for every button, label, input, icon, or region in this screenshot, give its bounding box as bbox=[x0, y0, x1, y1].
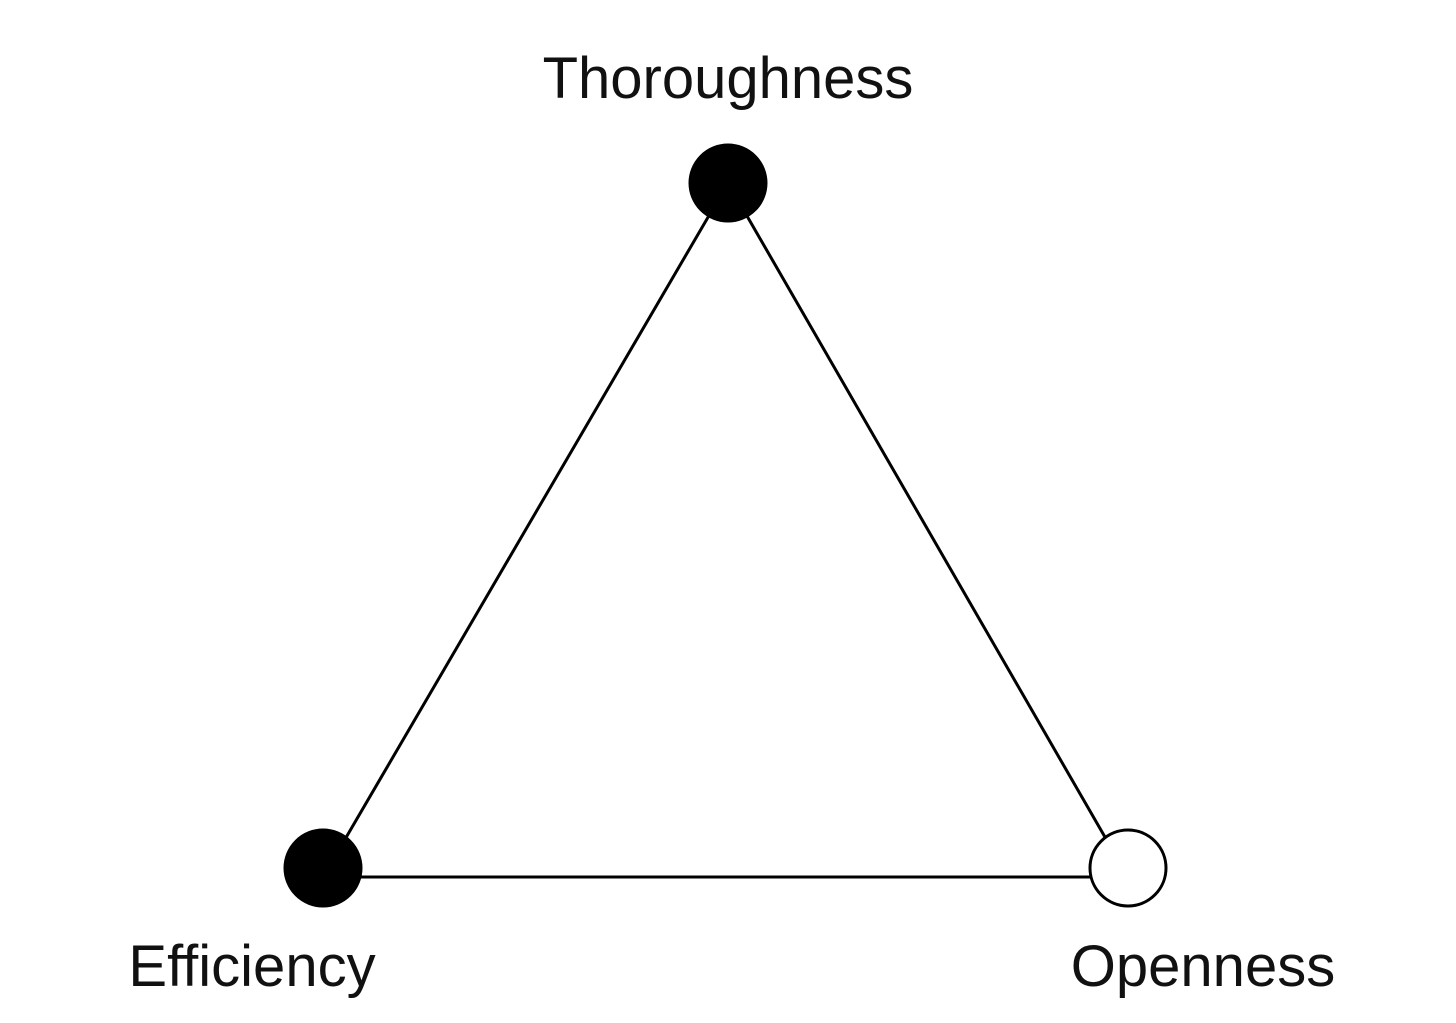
label-efficiency: Efficiency bbox=[128, 934, 375, 999]
node-efficiency bbox=[283, 828, 363, 908]
node-openness bbox=[1088, 828, 1168, 908]
edge-thoroughness-openness bbox=[726, 182, 1130, 878]
label-thoroughness: Thoroughness bbox=[543, 46, 914, 111]
label-openness: Openness bbox=[1071, 934, 1335, 999]
edge-thoroughness-efficiency bbox=[321, 182, 730, 878]
node-thoroughness bbox=[688, 143, 768, 223]
